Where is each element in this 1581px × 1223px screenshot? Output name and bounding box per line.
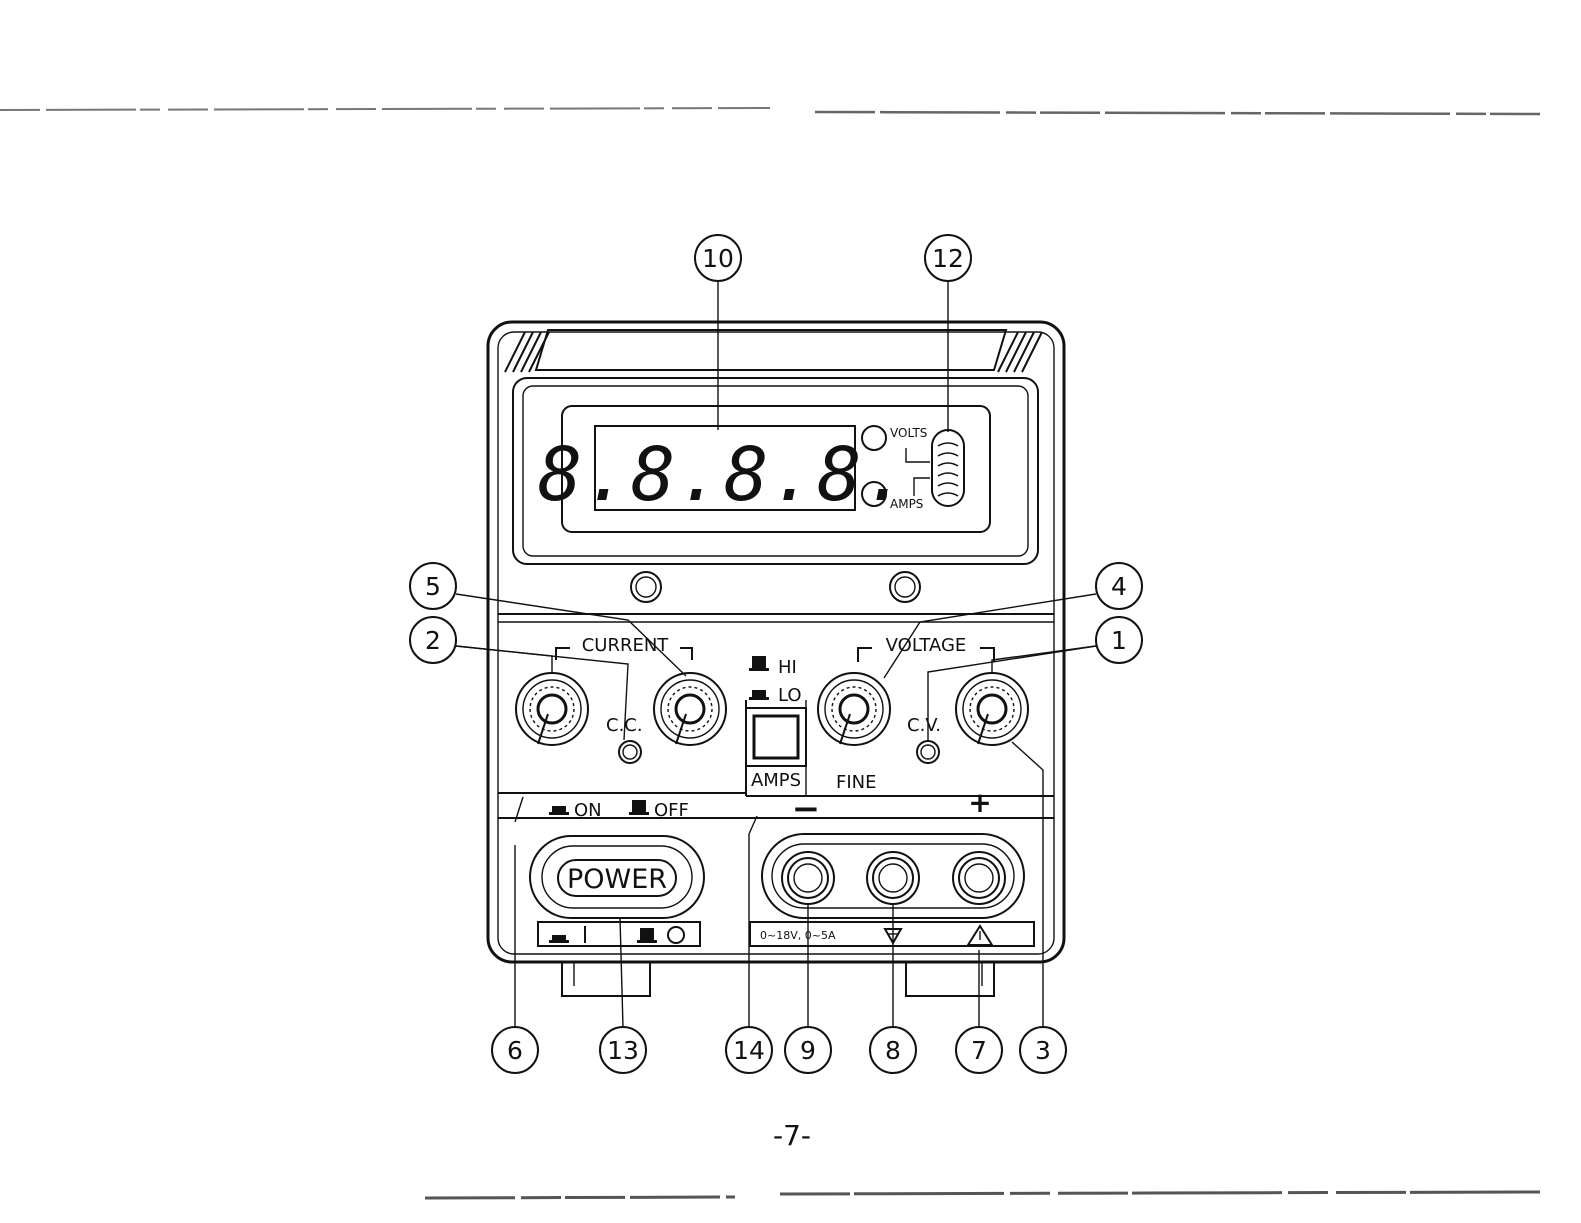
callout-8: 8 (870, 1027, 916, 1073)
plus-sign: + (968, 786, 991, 819)
power-on-icon (552, 935, 566, 940)
lo-label: LO (778, 685, 802, 706)
svg-text:14: 14 (733, 1036, 765, 1065)
meter-volts-label: VOLTS (890, 426, 927, 440)
voltage-fine-knob[interactable] (818, 673, 890, 745)
rating-label: 0~18V, 0~5A (760, 929, 836, 942)
minus-sign: − (792, 789, 821, 829)
positive-terminal[interactable] (953, 852, 1005, 904)
current-label: CURRENT (582, 635, 670, 656)
power-label: POWER (567, 864, 667, 895)
svg-text:7: 7 (971, 1036, 987, 1065)
callout-14: 14 (726, 1027, 772, 1073)
callout-4: 4 (1096, 563, 1142, 609)
svg-text:5: 5 (425, 572, 441, 601)
terminal-legend-strip: 0~18V, 0~5A (750, 922, 1034, 946)
power-off-icon (640, 928, 654, 940)
amps-range-switch-area: HI LO AMPS (746, 656, 806, 791)
cc-indicator-led (619, 741, 641, 763)
callout-13: 13 (600, 1027, 646, 1073)
callout-10: 10 (695, 235, 741, 281)
on-label: ON (574, 800, 602, 821)
callout-9: 9 (785, 1027, 831, 1073)
callout-5: 5 (410, 563, 456, 609)
fine-label: FINE (836, 772, 877, 793)
seven-segment-display: 8.8.8.8. (538, 432, 910, 518)
page-number: -7- (773, 1119, 811, 1152)
svg-text:8: 8 (885, 1036, 901, 1065)
svg-text:9: 9 (800, 1036, 816, 1065)
cv-indicator-led (917, 741, 939, 763)
on-icon (552, 806, 566, 812)
power-off-symbol (668, 927, 684, 943)
callout-3: 3 (1020, 1027, 1066, 1073)
hi-pressed-icon (752, 656, 766, 668)
volts-amps-switch[interactable] (932, 430, 964, 506)
lo-released-icon (752, 690, 766, 697)
callout-6: 6 (492, 1027, 538, 1073)
negative-terminal[interactable] (782, 852, 834, 904)
amps-range-button[interactable] (754, 716, 798, 758)
callout-1: 1 (1096, 617, 1142, 663)
callout-12: 12 (925, 235, 971, 281)
scan-edge-lines (0, 108, 1540, 1198)
off-label: OFF (654, 800, 689, 821)
svg-text:12: 12 (932, 244, 964, 273)
off-icon (632, 800, 646, 812)
svg-text:3: 3 (1035, 1036, 1051, 1065)
svg-text:13: 13 (607, 1036, 639, 1065)
svg-text:4: 4 (1111, 572, 1127, 601)
voltage-coarse-knob[interactable] (956, 673, 1028, 745)
voltage-group: VOLTAGE (858, 635, 994, 662)
ground-terminal[interactable] (867, 852, 919, 904)
meter-amps-label: AMPS (890, 497, 923, 511)
svg-text:10: 10 (702, 244, 734, 273)
power-switch[interactable]: POWER (530, 836, 704, 918)
amps-label: AMPS (751, 770, 801, 791)
callout-2: 2 (410, 617, 456, 663)
current-coarse-knob[interactable] (516, 673, 588, 745)
cv-label: C.V. (907, 715, 941, 736)
current-fine-knob[interactable] (654, 673, 726, 745)
svg-text:6: 6 (507, 1036, 523, 1065)
callout-7: 7 (956, 1027, 1002, 1073)
svg-text:1: 1 (1111, 626, 1127, 655)
svg-text:2: 2 (425, 626, 441, 655)
hi-label: HI (778, 657, 797, 678)
power-legend-strip (538, 922, 700, 946)
voltage-label: VOLTAGE (886, 635, 967, 656)
current-group: CURRENT (556, 635, 692, 660)
